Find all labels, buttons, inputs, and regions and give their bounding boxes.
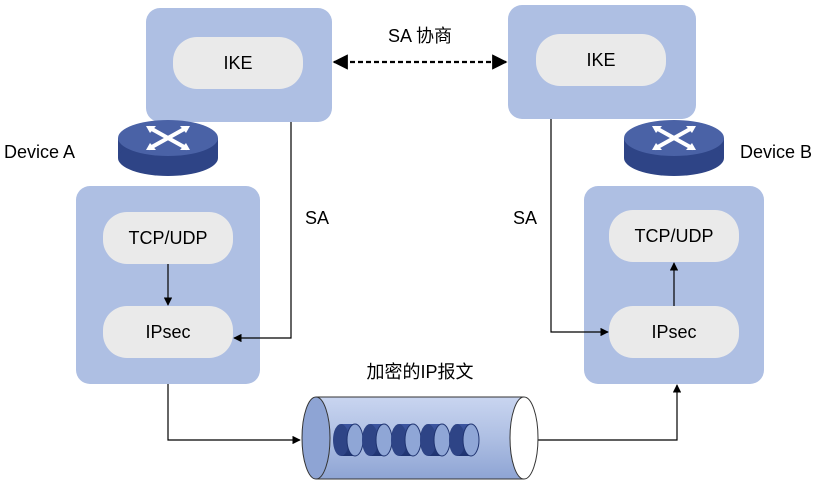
device-a: IKE Device A TCP/UDP IPsec <box>4 8 332 445</box>
tcp-udp-box-a <box>103 212 233 264</box>
ipsec-label-a: IPsec <box>145 322 190 342</box>
ipsec-box-a <box>103 306 233 358</box>
tcp-udp-box-b <box>609 210 739 262</box>
tcp-udp-label-a: TCP/UDP <box>128 228 207 248</box>
sa-line-b <box>550 119 609 337</box>
router-icon-a <box>118 120 218 176</box>
device-b-name: Device B <box>740 142 812 162</box>
ike-label-a: IKE <box>223 53 252 73</box>
ike-box-a <box>173 37 303 89</box>
sa-label-a: SA <box>305 208 329 228</box>
sa-negotiation-label: SA 协商 <box>388 26 452 46</box>
sa-line-a <box>233 122 292 343</box>
tcp-udp-label-b: TCP/UDP <box>634 226 713 246</box>
ipsec-box-b <box>609 306 739 358</box>
encrypted-packet-label: 加密的IP报文 <box>366 362 473 382</box>
router-icon-b <box>624 120 724 176</box>
device-b: IKE Device B TCP/UDP IPsec <box>508 5 812 441</box>
ipsec-label-b: IPsec <box>651 322 696 342</box>
device-a-name: Device A <box>4 142 75 162</box>
sa-label-b: SA <box>513 208 537 228</box>
packet-in-line-b <box>538 384 682 441</box>
ike-label-b: IKE <box>586 50 615 70</box>
encrypted-packet-tube: 加密的IP报文 <box>301 362 539 480</box>
ike-box-b <box>536 34 666 86</box>
packet-out-line-a <box>167 384 301 445</box>
encrypted-packet-discs <box>333 423 480 457</box>
